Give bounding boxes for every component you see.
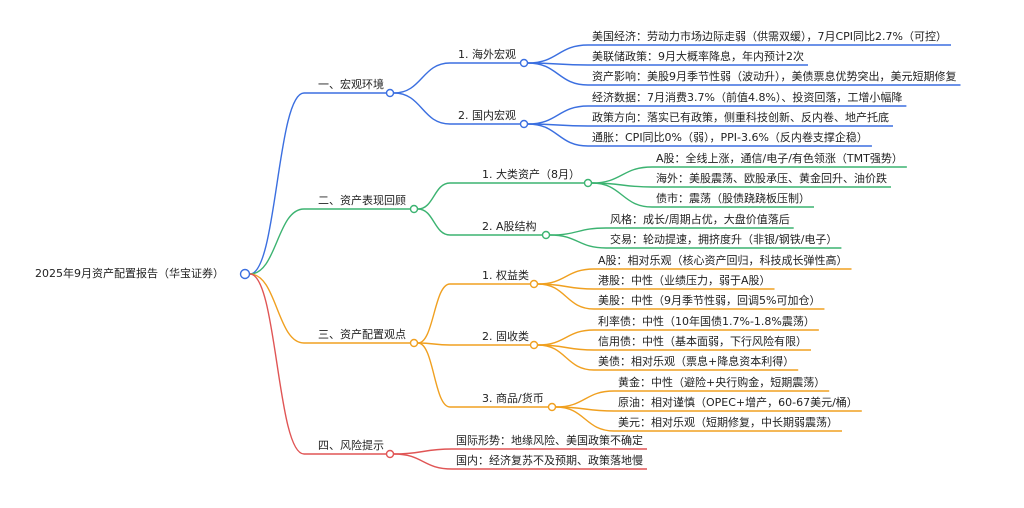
leaf-topic: 风格：成长/周期占优，大盘价值落后 — [610, 213, 790, 226]
leaf-topic: 资产影响：美股9月季节性弱（波动升），美债票息优势突出，美元短期修复 — [592, 70, 957, 83]
subtopic-collapse-toggle[interactable] — [519, 119, 529, 129]
branch-collapse-toggle[interactable] — [385, 449, 395, 459]
leaf-topic: 国际形势：地缘风险、美国政策不确定 — [456, 434, 643, 447]
branch-topic-3: 三、资产配置观点 — [318, 328, 406, 341]
leaf-topic: 美债：相对乐观（票息+降息资本利得） — [598, 355, 795, 368]
branch-topic-1: 一、宏观环境 — [318, 78, 384, 91]
branch-topic-2: 二、资产表现回顾 — [318, 194, 406, 207]
leaf-topic: 美联储政策：9月大概率降息，年内预计2次 — [592, 50, 804, 63]
leaf-link — [537, 283, 595, 310]
subtopic-1-1: 1. 海外宏观 — [458, 48, 516, 61]
branch-link-3 — [249, 273, 305, 344]
subtopic-link — [417, 283, 451, 344]
leaf-topic: 海外：美股震荡、欧股承压、黄金回升、油价跌 — [656, 172, 887, 185]
subtopic-collapse-toggle[interactable] — [529, 279, 539, 289]
leaf-link — [537, 268, 595, 285]
subtopic-3-3: 3. 商品/货币 — [482, 392, 544, 405]
leaf-topic: 原油：相对谨慎（OPEC+增产，60-67美元/桶） — [618, 396, 858, 409]
leaf-topic: 交易：轮动提速，拥挤度升（非银/钢铁/电子） — [610, 233, 838, 246]
leaf-link — [393, 448, 453, 455]
branch-link-4 — [249, 273, 305, 455]
leaf-link — [527, 105, 589, 125]
leaf-link — [393, 453, 453, 470]
leaf-link — [591, 166, 653, 184]
leaf-topic: 信用债：中性（基本面弱，下行风险有限） — [598, 335, 807, 348]
leaf-topic: 债市：震荡（股债跷跷板压制） — [656, 192, 810, 205]
branch-collapse-toggle[interactable] — [385, 88, 395, 98]
branch-link-1 — [249, 92, 305, 275]
leaf-topic: 港股：中性（业绩压力，弱于A股） — [598, 274, 771, 287]
leaf-link — [537, 344, 595, 371]
subtopic-2-2: 2. A股结构 — [482, 220, 537, 233]
leaf-topic: 国内：经济复苏不及预期、政策落地慢 — [456, 454, 643, 467]
leaf-link — [591, 182, 653, 208]
leaf-topic: A股：全线上涨，通信/电子/有色领涨（TMT强势） — [656, 152, 903, 165]
leaf-topic: 经济数据：7月消费3.7%（前值4.8%）、投资回落，工增小幅降 — [592, 91, 903, 104]
subtopic-link — [417, 342, 451, 408]
leaf-topic: 美股：中性（9月季节性弱，回调5%可加仓） — [598, 294, 821, 307]
leaf-topic: 黄金：中性（避险+央行购金，短期震荡） — [618, 376, 826, 389]
leaf-topic: 利率债：中性（10年国债1.7%-1.8%震荡） — [598, 315, 815, 328]
leaf-link — [555, 390, 615, 408]
subtopic-link — [393, 62, 451, 94]
subtopic-collapse-toggle[interactable] — [529, 340, 539, 350]
subtopic-link — [393, 92, 451, 125]
root-topic: 2025年9月资产配置报告（华宝证券） — [35, 267, 224, 280]
subtopic-link — [417, 342, 451, 346]
leaf-topic: 政策方向：落实已有政策，侧重科技创新、反内卷、地产托底 — [592, 111, 889, 124]
subtopic-collapse-toggle[interactable] — [519, 58, 529, 68]
subtopic-collapse-toggle[interactable] — [547, 402, 557, 412]
subtopic-2-1: 1. 大类资产（8月） — [482, 168, 580, 181]
subtopic-link — [417, 208, 451, 236]
subtopic-3-2: 2. 固收类 — [482, 330, 529, 343]
leaf-link — [549, 227, 607, 236]
leaf-link — [549, 234, 607, 249]
branch-collapse-toggle[interactable] — [409, 204, 419, 214]
leaf-link — [527, 123, 589, 147]
leaf-link — [555, 406, 615, 432]
subtopic-3-1: 1. 权益类 — [482, 269, 529, 282]
leaf-link — [527, 62, 589, 86]
subtopic-link — [417, 182, 451, 210]
subtopic-1-2: 2. 国内宏观 — [458, 109, 516, 122]
branch-topic-4: 四、风险提示 — [318, 439, 384, 452]
leaf-topic: 美国经济：劳动力市场边际走弱（供需双缓），7月CPI同比2.7%（可控） — [592, 30, 948, 43]
leaf-topic: 美元：相对乐观（短期修复，中长期弱震荡） — [618, 416, 838, 429]
subtopic-collapse-toggle[interactable] — [541, 230, 551, 240]
leaf-topic: 通胀：CPI同比0%（弱），PPI-3.6%（反内卷支撑企稳） — [592, 131, 868, 144]
branch-collapse-toggle[interactable] — [409, 338, 419, 348]
leaf-topic: A股：相对乐观（核心资产回归，科技成长弹性高） — [598, 254, 848, 267]
leaf-link — [527, 44, 589, 64]
branch-link-2 — [249, 208, 305, 275]
leaf-link — [537, 329, 595, 346]
subtopic-collapse-toggle[interactable] — [583, 178, 593, 188]
root-collapse-toggle[interactable] — [239, 268, 251, 280]
